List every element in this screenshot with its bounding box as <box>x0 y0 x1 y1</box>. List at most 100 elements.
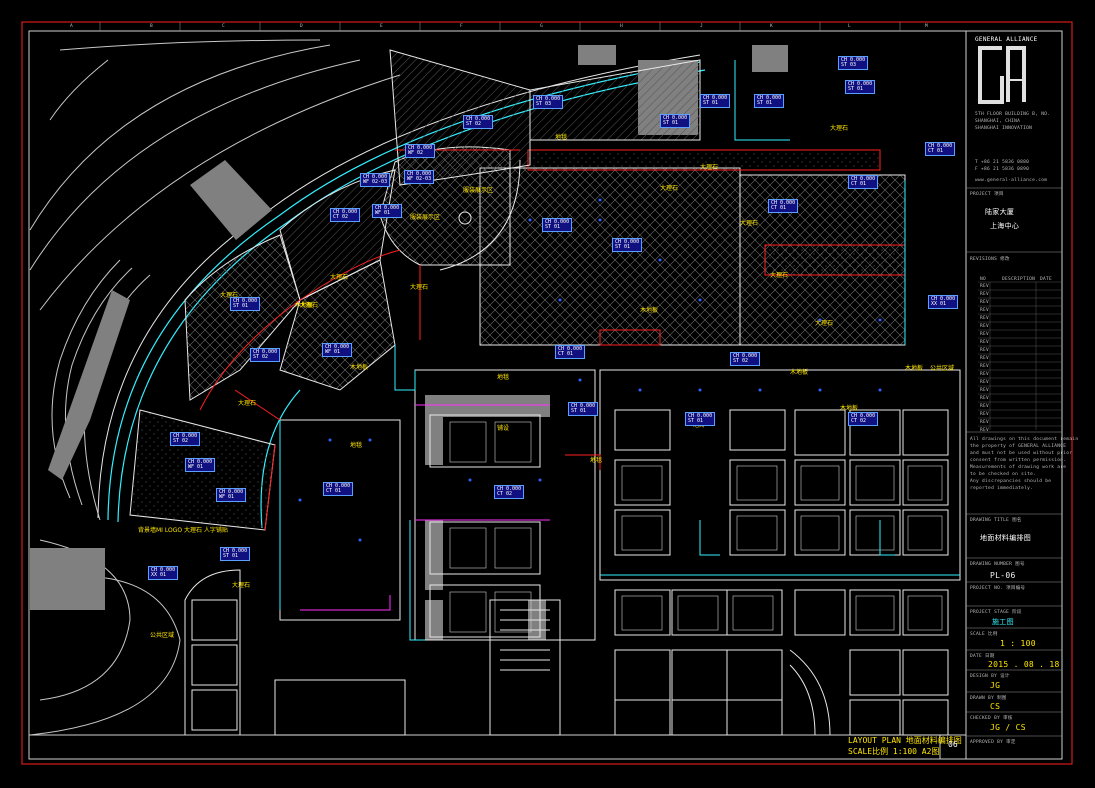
revision-row: REV <box>980 428 990 433</box>
lift-cars <box>449 421 943 633</box>
address-line-2: SHANGHAI, CHINA <box>975 119 1021 124</box>
tag-height: CH 0.000 <box>151 567 176 573</box>
revision-row: REV <box>980 372 990 377</box>
tag-material-code: ST 03 <box>841 62 857 68</box>
grid-letter: K <box>770 24 774 29</box>
revision-row: REV <box>980 284 990 289</box>
contact-web: www.general-alliance.com <box>975 178 1048 183</box>
room-label: 大理石 <box>830 125 849 132</box>
revision-row: REV <box>980 300 990 305</box>
floor-zones <box>129 49 906 531</box>
tag-material-code: WF 02-03 <box>407 176 432 182</box>
rev-header-desc: DESCRIPTION <box>1002 277 1036 282</box>
tag-material-code: WF 01 <box>219 494 235 500</box>
tag-height: CH 0.000 <box>771 200 796 206</box>
tag-material-code: CT 02 <box>333 214 349 220</box>
room-label: 大理石 <box>410 284 429 291</box>
room-label: 木地板 <box>350 364 369 371</box>
tag-material-code: CT 01 <box>326 488 342 494</box>
revision-row: REV <box>980 292 990 297</box>
tag-material-code: CT 02 <box>851 418 867 424</box>
note-line: to be checked on site. <box>970 472 1037 477</box>
grid-letter: J <box>700 24 704 29</box>
tag-height: CH 0.000 <box>545 219 570 225</box>
room-label: 木地板 <box>640 307 659 314</box>
sheet-number: 06 <box>948 740 958 749</box>
tag-material-code: ST 02 <box>733 358 749 364</box>
tag-height: CH 0.000 <box>363 174 388 180</box>
revision-row: REV <box>980 404 990 409</box>
tag-height: CH 0.000 <box>497 486 522 492</box>
tag-height: CH 0.000 <box>223 548 248 554</box>
grid-ticks <box>99 22 901 31</box>
drawing-number: PL-06 <box>990 571 1016 580</box>
note-line: reported immediately. <box>970 486 1034 491</box>
revision-row: REV <box>980 308 990 313</box>
revision-table <box>978 281 1062 430</box>
tag-material-code: XX 01 <box>931 301 947 307</box>
tag-height: CH 0.000 <box>375 205 400 211</box>
room-label: 背景墙MI LOGO 大理石 人字铺贴 <box>138 527 228 534</box>
general-alliance-logo <box>978 46 1026 104</box>
revision-row: REV <box>980 412 990 417</box>
tag-material-code: ST 01 <box>663 120 679 126</box>
revision-row: REV <box>980 316 990 321</box>
project-name-1: 陆家大厦 <box>985 208 1015 216</box>
tag-height: CH 0.000 <box>928 143 953 149</box>
room-label: 大理石 <box>660 185 679 192</box>
room-label: 大理石 <box>700 164 719 171</box>
room-label: 地毯 <box>590 457 603 464</box>
tag-height: CH 0.000 <box>233 298 258 304</box>
address-line-1: 5TH FLOOR BUILDING B, NO. <box>975 112 1051 117</box>
revision-row: REV <box>980 340 990 345</box>
approved-label: APPROVED BY 审定 <box>970 740 1016 745</box>
checked-label: CHECKED BY 审核 <box>970 716 1013 721</box>
project-stage: 施工图 <box>992 618 1014 626</box>
room-label: 木地板 <box>840 405 859 412</box>
tag-material-code: ST 01 <box>545 224 561 230</box>
revision-row: REV <box>980 388 990 393</box>
grid-letter: C <box>222 24 226 29</box>
room-label: 公共区域 <box>150 632 175 639</box>
revision-row: REV <box>980 396 990 401</box>
tag-height: CH 0.000 <box>663 115 688 121</box>
room-label: 大理石 <box>238 400 257 407</box>
date-value: 2015 . 08 . 18 <box>988 660 1060 669</box>
note-line: All drawings on this document remain <box>970 437 1079 442</box>
room-label: 服装展示区 <box>410 214 441 221</box>
tag-height: CH 0.000 <box>173 433 198 439</box>
room-label: 木地板 <box>905 365 924 372</box>
revision-row: REV <box>980 356 990 361</box>
revisions-label: REVISIONS 修改 <box>970 257 1010 262</box>
revision-row: REV <box>980 348 990 353</box>
room-label: 地毯 <box>497 374 510 381</box>
outer-sheet-frame <box>21 21 1073 765</box>
tag-height: CH 0.000 <box>571 403 596 409</box>
room-label: 公共区域 <box>930 365 955 372</box>
grid-letter: E <box>380 24 384 29</box>
tag-material-code: WF 01 <box>188 464 204 470</box>
grid-letter: H <box>620 24 624 29</box>
drawn-label: DRAWN BY 制图 <box>970 696 1007 701</box>
tag-height: CH 0.000 <box>703 95 728 101</box>
drawing-title-label: DRAWING TITLE 图名 <box>970 518 1022 523</box>
